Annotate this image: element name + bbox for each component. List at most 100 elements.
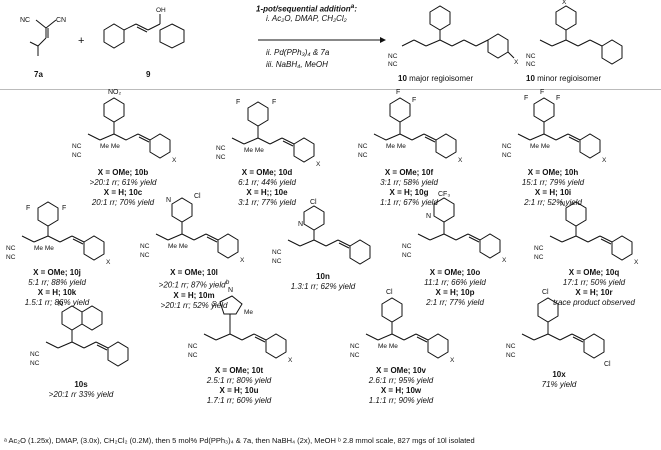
atom-n: N — [426, 213, 431, 220]
atom-x: X — [562, 0, 567, 6]
caption-10v: X = OMe; 10v 2.6:1 rr; 95% yield X = H; … — [356, 366, 446, 406]
caption-line: 1.3:1 rr; 62% yield — [290, 282, 356, 291]
atom-n: N — [228, 287, 233, 294]
atom-x: X — [288, 357, 293, 364]
conditions-title: 1-pot/sequential additiona: — [256, 3, 358, 14]
caption-line: 2.5:1 rr; 80% yield — [206, 376, 272, 385]
caption-line: X = H; 10g — [389, 188, 429, 197]
atom-x: X — [602, 157, 607, 164]
atom-nc: NC — [534, 245, 544, 252]
caption-line: X = H; 10i — [534, 188, 572, 197]
structure-10j: F F NC NC Me Me X — [6, 201, 111, 266]
caption-line: X = OMe; 10d — [241, 168, 293, 177]
caption-line: X = H; 10k — [37, 288, 77, 297]
atom-cf3: CF₃ — [438, 191, 450, 198]
atom-n: N — [166, 197, 171, 204]
atom-f: F — [236, 99, 240, 106]
atom-f: F — [412, 97, 416, 104]
atom-cl: Cl — [386, 289, 393, 296]
caption-line: X = H; 10r — [575, 288, 613, 297]
atom-nc: NC — [388, 53, 398, 60]
atom-x: X — [450, 357, 455, 364]
caption-line: >20:1 rr; 87% yield — [158, 280, 226, 290]
caption-line: >20:1 rr; 61% yield — [89, 178, 157, 187]
caption-10l: X = OMe; 10l >20:1 rr; 87% yieldb X = H;… — [146, 268, 242, 311]
caption-line: 10s — [74, 380, 88, 389]
conditions-step-1: i. Ac₂O, DMAP, CH₂Cl₂ — [266, 14, 347, 23]
caption-10n: 10n 1.3:1 rr; 62% yield — [278, 272, 368, 292]
structure-10s: N NC NC — [30, 301, 129, 367]
caption-line: 1.7:1 rr; 60% yield — [206, 396, 272, 405]
caption-line: X = OMe; 10l — [170, 268, 218, 277]
caption-line: 2:1 rr; 77% yield — [426, 298, 484, 307]
structure-10f: F F NC NC Me Me X — [358, 89, 463, 164]
caption-line: >20:1 rr 33% yield — [48, 390, 114, 399]
atom-s: S — [212, 301, 217, 308]
atom-f: F — [556, 95, 560, 102]
atom-f: F — [540, 89, 544, 96]
reagent-7a-structure: NC CN — [20, 17, 66, 56]
atom-cn: CN — [56, 17, 66, 24]
atom-nc: NC — [188, 343, 198, 350]
atom-oh: OH — [156, 7, 166, 14]
atom-n: N — [298, 221, 303, 228]
atom-nc: NC — [534, 254, 544, 261]
caption-line: 20:1 rr; 70% yield — [91, 198, 155, 207]
footnote-marker: b — [225, 279, 230, 286]
caption-10s: 10s >20:1 rr 33% yield — [36, 380, 126, 400]
atom-nc: NC — [502, 143, 512, 150]
atom-f: F — [524, 95, 528, 102]
caption-10d: X = OMe; 10d 6:1 rr; 44% yield X = H;; 1… — [222, 168, 312, 208]
caption-line: X = OMe; 10f — [384, 168, 434, 177]
conditions-step-3: iii. NaBH₄, MeOH — [266, 60, 328, 69]
atom-nc: NC — [72, 143, 82, 150]
footnote: ᵃ Ac₂O (1.25x), DMAP, (3.0x), CH₂Cl₂ (0.… — [4, 436, 475, 445]
atom-f: F — [396, 89, 400, 96]
caption-line: >20:1 rr; 52% yield — [160, 300, 228, 310]
structure-10l: N Cl NC NC Me Me X — [140, 193, 245, 264]
structure-10o: CF₃ N NC NC X — [402, 191, 507, 264]
atom-x: X — [106, 259, 111, 266]
atom-nc: NC — [502, 152, 512, 159]
caption-line: X = OMe; 10t — [214, 366, 264, 375]
atom-me: Me Me — [386, 143, 406, 150]
atom-nc: NC — [188, 352, 198, 359]
caption-line: 15:1 rr; 79% yield — [521, 178, 585, 187]
caption-10j: X = OMe; 10j 5:1 rr; 88% yield X = H; 10… — [12, 268, 102, 308]
atom-cl: Cl — [542, 289, 549, 296]
caption-line: 71% yield — [541, 380, 577, 389]
atom-cl: Cl — [604, 361, 611, 368]
atom-no2: NO₂ — [108, 89, 122, 96]
structure-10x: Cl Cl NC NC — [506, 289, 611, 368]
caption-line: 5:1 rr; 88% yield — [28, 278, 86, 287]
atom-nc: NC — [402, 243, 412, 250]
caption-line: X = OMe; 10o — [429, 268, 481, 277]
atom-n: N — [560, 201, 565, 208]
atom-cl: Cl — [310, 199, 317, 206]
atom-me: Me Me — [530, 143, 550, 150]
atom-nc: NC — [30, 351, 40, 358]
atom-nc: NC — [526, 53, 536, 60]
atom-f: F — [62, 205, 66, 212]
plus-sign: + — [78, 35, 85, 47]
caption-line: X = H;; 10e — [246, 188, 288, 197]
caption-10b: X = OMe; 10b >20:1 rr; 61% yield X = H; … — [78, 168, 168, 208]
caption-line: X = H; 10u — [219, 386, 259, 395]
atom-me: Me Me — [34, 245, 54, 252]
divider — [0, 89, 661, 90]
atom-nc: NC — [30, 360, 40, 367]
reagent-9-structure: OH — [103, 7, 185, 49]
caption-line: 11:1 rr; 66% yield — [424, 278, 486, 287]
caption-10x: 10x 71% yield — [514, 370, 604, 390]
atom-nc: NC — [272, 249, 282, 256]
atom-me: Me Me — [168, 243, 188, 250]
product-minor-structure: X NC NC — [526, 0, 623, 68]
caption-10q: X = OMe; 10q 17:1 rr; 50% yield X = H; 1… — [544, 268, 644, 308]
caption-10h: X = OMe; 10h 15:1 rr; 79% yield X = H; 1… — [508, 168, 598, 208]
structure-10v: Cl NC NC Me Me X — [350, 289, 455, 364]
caption-line: 1.1:1 rr; 90% yield — [368, 396, 434, 405]
atom-x: X — [502, 257, 507, 264]
caption-10f: X = OMe; 10f 3:1 rr; 58% yield X = H; 10… — [364, 168, 454, 208]
caption-10t: X = OMe; 10t 2.5:1 rr; 80% yield X = H; … — [194, 366, 284, 406]
atom-cl: Cl — [194, 193, 201, 200]
